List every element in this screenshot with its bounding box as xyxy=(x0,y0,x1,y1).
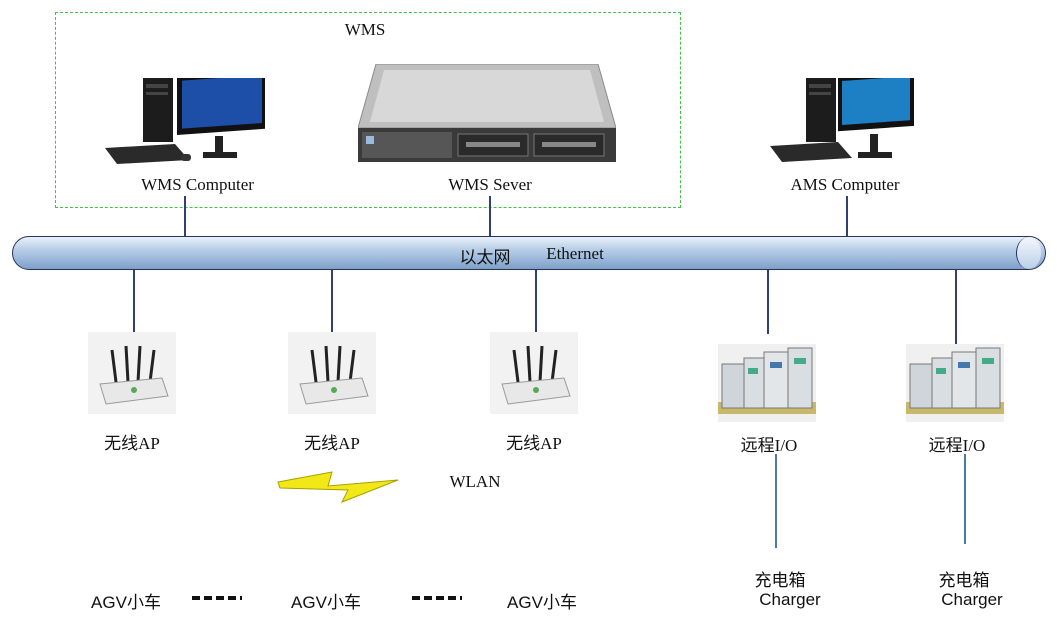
ap-label: 无线AP xyxy=(304,434,360,453)
connector-ap-2 xyxy=(331,270,333,332)
connector-wms-server xyxy=(489,196,491,237)
wms-computer-label: WMS Computer xyxy=(141,175,254,194)
agv-label: AGV小车 xyxy=(507,593,577,612)
charger-label-cn: 充电箱 xyxy=(938,571,990,590)
wms-group-title: WMS xyxy=(344,20,386,39)
wms-server-label: WMS Sever xyxy=(448,175,532,194)
ethernet-bus-end xyxy=(1016,237,1041,269)
ethernet-label-cn: 以太网 xyxy=(459,248,511,267)
ethernet-bus xyxy=(12,236,1046,270)
remote-io-label: 远程I/O xyxy=(928,436,986,455)
connector-io-2 xyxy=(955,270,957,344)
wms-computer-icon xyxy=(105,78,265,164)
server-icon xyxy=(358,64,616,162)
agv-label: AGV小车 xyxy=(291,593,361,612)
remote-io-icon xyxy=(906,344,1004,422)
agv-label: AGV小车 xyxy=(91,593,161,612)
ethernet-label-en: Ethernet xyxy=(546,244,604,263)
charger-label-en: Charger xyxy=(941,590,1003,609)
ams-computer-icon xyxy=(770,78,914,162)
dashed-separator xyxy=(192,596,242,600)
dashed-separator xyxy=(412,596,462,600)
ap-label: 无线AP xyxy=(506,434,562,453)
wireless-ap-icon xyxy=(288,332,376,414)
connector-wms-computer xyxy=(184,196,186,237)
remote-io-label: 远程I/O xyxy=(740,436,798,455)
wlan-label: WLAN xyxy=(449,472,501,491)
wireless-ap-icon xyxy=(490,332,578,414)
charger-label-cn: 充电箱 xyxy=(754,571,806,590)
connector-charger-1 xyxy=(775,454,777,548)
ams-computer-label: AMS Computer xyxy=(790,175,900,194)
wireless-lightning-icon xyxy=(277,471,399,503)
connector-ap-3 xyxy=(535,270,537,332)
connector-ap-1 xyxy=(133,270,135,332)
remote-io-icon xyxy=(718,344,816,422)
wms-group-boundary xyxy=(55,12,681,208)
connector-charger-2 xyxy=(964,454,966,544)
wireless-ap-icon xyxy=(88,332,176,414)
ap-label: 无线AP xyxy=(104,434,160,453)
connector-io-1 xyxy=(767,270,769,334)
charger-label-en: Charger xyxy=(759,590,821,609)
connector-ams-computer xyxy=(846,196,848,237)
